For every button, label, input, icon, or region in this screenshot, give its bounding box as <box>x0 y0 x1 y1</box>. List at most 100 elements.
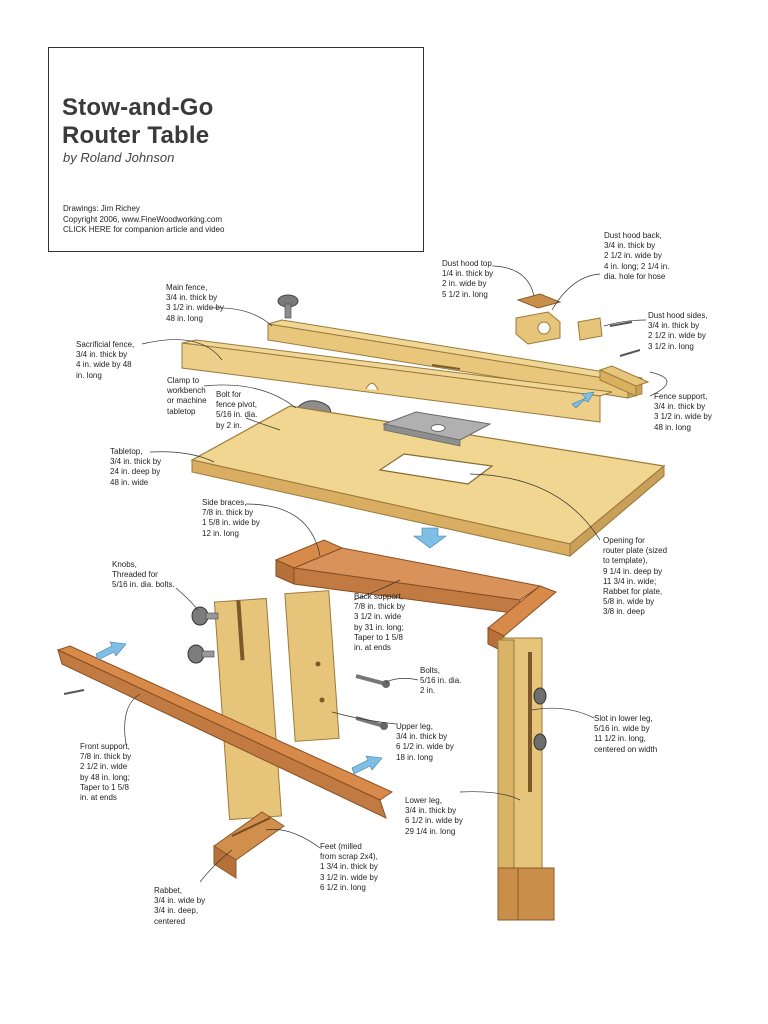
credit-copyright: Copyright 2006, www.FineWoodworking.com <box>63 214 223 224</box>
rabbet-line-1: Rabbet, <box>154 886 183 895</box>
knobs-line-1: Knobs, <box>112 560 137 569</box>
clamp-line-3: or machine <box>167 396 207 406</box>
upper-leg-right <box>284 590 340 742</box>
clamp-line-2: workbench <box>167 386 206 396</box>
label-bolts: Bolts,5/16 in. dia.2 in. <box>420 666 461 697</box>
bolts-line-1: Bolts, <box>420 666 441 675</box>
feet-line-2: from scrap 2x4), <box>320 852 378 862</box>
tabletop <box>190 405 666 558</box>
dust-hood-screw-icon-2 <box>619 349 641 357</box>
leg-knob-icon-2 <box>533 733 547 751</box>
leader-feet <box>265 829 321 849</box>
feet-line-4: 3 1/2 in. wide by <box>320 872 378 882</box>
dust-hood-back-line-2: 3/4 in. thick by <box>604 241 656 251</box>
clamp-line-4: tabletop <box>167 406 196 416</box>
leader-lower-leg <box>459 791 521 801</box>
bolt-icon-2 <box>355 716 385 728</box>
upper-leg-left <box>213 597 283 821</box>
main-fence-line-4: 48 in. long <box>166 313 203 323</box>
tabletop-line-2: 3/4 in. thick by <box>110 457 162 467</box>
leader-lines <box>124 265 668 883</box>
bolts-line-3: 2 in. <box>420 686 436 696</box>
leader-main-fence <box>209 307 273 327</box>
leader-side-braces <box>245 503 321 557</box>
leader-opening <box>469 473 601 541</box>
bolt-pivot-line-2: fence pivot, <box>216 400 257 410</box>
router-plate-edge <box>383 423 461 447</box>
leader-clamp <box>203 384 297 409</box>
hose-hole <box>537 321 551 335</box>
feet-line-5: 6 1/2 in. long <box>320 882 366 892</box>
leader-bolt <box>245 417 281 431</box>
credits: Drawings: Jim Richey Copyright 2006, www… <box>63 204 224 236</box>
dust-hood-side <box>577 317 603 341</box>
opening-line-8: 3/8 in. deep <box>603 607 645 617</box>
knob-stem-1 <box>205 612 219 620</box>
dust-hood-top-line-1: Dust hood top, <box>442 259 495 268</box>
leader-rabbet <box>199 849 233 883</box>
credit-link[interactable]: CLICK HERE for companion article and vid… <box>63 225 225 234</box>
rabbet-line-4: centered <box>154 916 186 926</box>
leader-fence-support <box>649 371 668 397</box>
opening-line-4: 9 1/4 in. deep by <box>603 566 663 576</box>
opening-line-7: 5/8 in. wide by <box>603 597 655 607</box>
back-support-line-2: 7/8 in. thick by <box>354 602 406 612</box>
opening-line-5: 11 3/4 in. wide; <box>603 576 657 586</box>
front-support-line-5: Taper to 1 5/8 <box>80 782 129 792</box>
leader-bolts <box>385 678 419 683</box>
dust-hood-back-line-1: Dust hood back, <box>604 231 662 240</box>
feet-line-3: 1 3/4 in. thick by <box>320 862 378 872</box>
arrow-icon-front <box>95 641 127 661</box>
front-support-screw-icon <box>63 689 85 695</box>
knobs-line-2: Threaded for <box>112 570 158 580</box>
upper-leg-left-slot <box>236 600 245 661</box>
feet-line-1: Feet (milled <box>320 842 362 851</box>
credit-drawings: Drawings: Jim Richey <box>63 204 140 213</box>
sacrificial-fence-line-2: 3/4 in. thick by <box>76 350 128 360</box>
dust-hood-screw-icon <box>609 321 633 327</box>
fence-support-line-4: 48 in. long <box>654 422 691 432</box>
leader-hood-top <box>493 265 535 297</box>
lower-leg-line-2: 3/4 in. thick by <box>405 806 457 816</box>
dust-hood-top <box>516 293 562 309</box>
dust-hood-sides-line-3: 2 1/2 in. wide by <box>648 331 706 341</box>
dust-hood-top-line-4: 5 1/2 in. long <box>442 289 488 299</box>
leader-upper-leg <box>331 711 397 725</box>
leg-slot <box>528 652 532 792</box>
dust-hood <box>515 293 641 357</box>
page-title: Stow-and-Go Router Table <box>62 94 214 150</box>
frame-assembly <box>274 539 557 653</box>
back-support-line-3: 3 1/2 in. wide <box>354 612 402 622</box>
side-braces-line-4: 12 in. long <box>202 528 239 538</box>
side-braces-line-2: 7/8 in. thick by <box>202 508 254 518</box>
slot-line-3: 11 1/2 in. long, <box>594 734 646 744</box>
dust-hood-sides-line-2: 3/4 in. thick by <box>648 321 700 331</box>
leader-front-support <box>124 693 141 745</box>
dust-hood-back-line-4: 4 in. long; 2 1/4 in. <box>604 261 670 271</box>
dust-hood-top-line-2: 1/4 in. thick by <box>442 269 494 279</box>
dust-hood-back-line-5: dia. hole for hose <box>604 271 666 281</box>
slot-line-4: centered on width <box>594 744 658 754</box>
bolts-line-2: 5/16 in. dia. <box>420 676 462 686</box>
lower-leg-line-4: 29 1/4 in. long <box>405 826 456 836</box>
leader-slot <box>531 707 595 719</box>
opening-line-6: Rabbet for plate, <box>603 587 663 597</box>
knob-icon-2 <box>187 644 205 664</box>
tabletop-line-4: 48 in. wide <box>110 477 149 487</box>
fence-support-line-2: 3/4 in. thick by <box>654 402 706 412</box>
bolt-pivot-line-3: 5/16 in. dia. <box>216 410 258 420</box>
side-braces-line-3: 1 5/8 in. wide by <box>202 518 260 528</box>
opening-line-1: Opening for <box>603 536 645 545</box>
main-fence-line-1: Main fence, <box>166 283 208 292</box>
plate-opening <box>378 453 494 485</box>
